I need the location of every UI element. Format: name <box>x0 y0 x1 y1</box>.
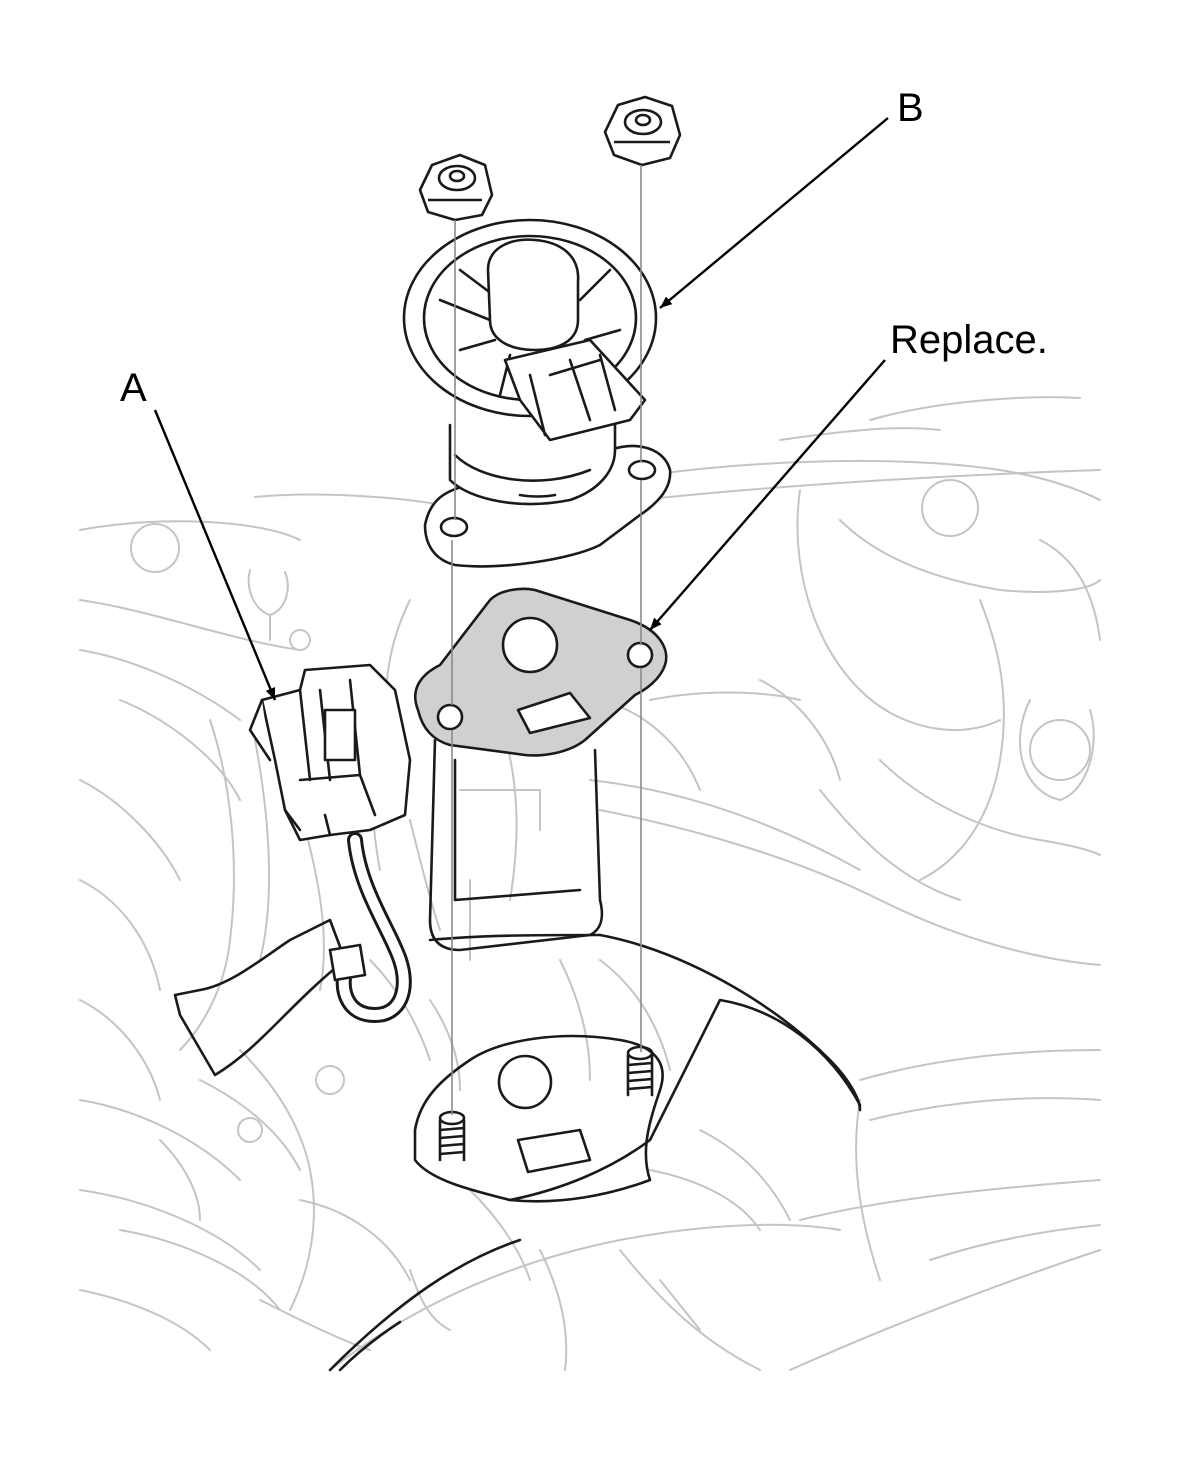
leader-replace <box>649 359 886 631</box>
engine-background-linework <box>79 396 1101 1371</box>
stud-right <box>626 1045 654 1097</box>
stud-left <box>438 1110 466 1162</box>
engine-mounting-parts <box>173 738 862 1372</box>
gasket <box>413 587 668 757</box>
egr-valve-b <box>402 218 672 568</box>
leader-a <box>153 409 277 701</box>
callout-label-a: A <box>120 366 147 410</box>
nut-right <box>603 95 682 167</box>
nut-left <box>418 153 494 222</box>
alignment-lines <box>451 165 642 1115</box>
connector-a <box>248 663 412 1023</box>
leader-b <box>659 117 889 309</box>
leader-lines <box>153 117 889 701</box>
callout-label-b: B <box>897 86 924 130</box>
callout-label-replace: Replace. <box>890 318 1048 362</box>
